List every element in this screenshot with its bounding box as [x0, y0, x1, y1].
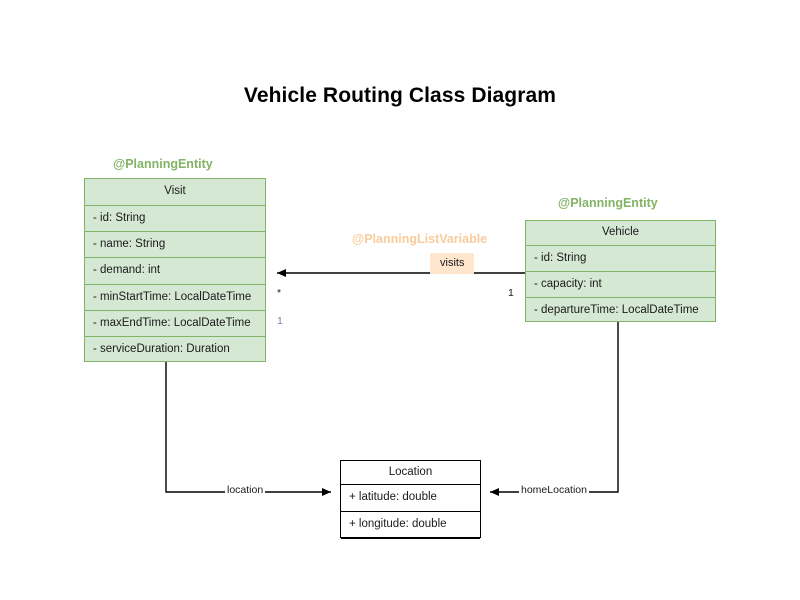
class-attribute-vehicle-capacity: - capacity: int	[526, 272, 715, 298]
class-name-visit: Visit	[85, 179, 265, 206]
class-attribute-visit-id: - id: String	[85, 206, 265, 232]
multiplicity-visit-many: *	[277, 287, 282, 299]
edge-vehicle-home-location	[490, 322, 619, 496]
class-name-vehicle: Vehicle	[526, 221, 715, 246]
class-box-location[interactable]: Location + latitude: double + longitude:…	[340, 460, 481, 539]
class-box-visit[interactable]: Visit - id: String - name: String - dema…	[84, 178, 266, 362]
class-attribute-location-latitude: + latitude: double	[341, 485, 480, 512]
class-attribute-visit-name: - name: String	[85, 232, 265, 258]
class-attribute-visit-service-duration: - serviceDuration: Duration	[93, 343, 230, 356]
edge-label-location: location	[225, 484, 266, 496]
class-attribute-vehicle-departure-time: - departureTime: LocalDateTime	[534, 303, 699, 316]
page-title: Vehicle Routing Class Diagram	[243, 84, 557, 107]
multiplicity-visit-location-one: 1	[277, 315, 283, 327]
class-box-vehicle[interactable]: Vehicle - id: String - capacity: int - d…	[525, 220, 716, 322]
class-attribute-visit-demand: - demand: int	[85, 258, 265, 285]
class-attribute-vehicle-id: - id: String	[526, 246, 715, 272]
multiplicity-vehicle-one: 1	[508, 287, 514, 299]
annotation-planning-list-variable: @PlanningListVariable	[352, 232, 488, 246]
class-attribute-visit-max-end-time: - maxEndTime: LocalDateTime	[85, 311, 265, 337]
annotation-visit-planning-entity: @PlanningEntity	[113, 157, 213, 171]
class-attribute-visit-min-start-time: - minStartTime: LocalDateTime	[85, 285, 265, 311]
annotation-vehicle-planning-entity: @PlanningEntity	[558, 196, 658, 210]
edge-label-home-location: homeLocation	[519, 484, 589, 496]
class-attribute-location-longitude: + longitude: double	[341, 512, 480, 539]
class-name-location: Location	[341, 461, 480, 485]
edge-label-visits: visits	[430, 253, 475, 274]
edge-visit-location	[165, 362, 331, 496]
